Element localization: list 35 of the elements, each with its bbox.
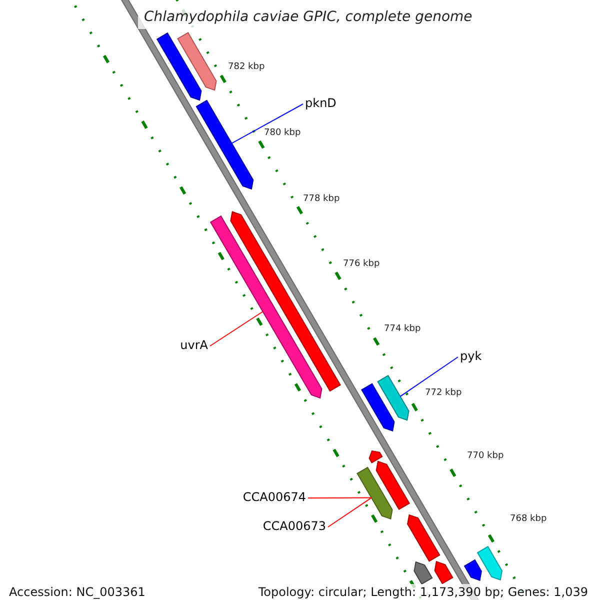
gene-bar bbox=[407, 514, 440, 562]
leader-line bbox=[308, 497, 372, 498]
gene-bar bbox=[476, 546, 503, 581]
gene-bar bbox=[356, 466, 393, 520]
gene-label: CCA00673 bbox=[262, 520, 326, 532]
scale-label: 770 kbp bbox=[467, 452, 504, 461]
leader-line bbox=[210, 311, 264, 346]
scale-label: 778 kbp bbox=[303, 195, 340, 204]
gene-label: pknD bbox=[305, 97, 336, 109]
leader-line bbox=[328, 497, 372, 528]
scale-label: 772 kbp bbox=[425, 389, 462, 398]
gene-bar bbox=[156, 32, 202, 101]
gene-bar bbox=[414, 561, 433, 585]
leader-line bbox=[400, 356, 458, 397]
scale-label: 774 kbp bbox=[384, 325, 421, 334]
gene-bar bbox=[196, 100, 254, 190]
accession-text: Accession: NC_003361 bbox=[9, 586, 146, 598]
gene-bar bbox=[377, 374, 410, 421]
gene-bar bbox=[230, 211, 341, 392]
scale-label: 768 kbp bbox=[510, 515, 547, 524]
gene-label: CCA00674 bbox=[242, 491, 306, 503]
leader-line bbox=[231, 104, 304, 144]
gene-bar bbox=[434, 560, 454, 584]
gene-label: uvrA bbox=[180, 339, 208, 351]
gene-bar bbox=[177, 32, 217, 91]
gene-bar bbox=[361, 383, 395, 432]
gene-bar bbox=[210, 215, 322, 399]
scale-label: 776 kbp bbox=[343, 260, 380, 269]
genome-stats-text: Topology: circular; Length: 1,173,390 bp; Genes: 1,039 bbox=[256, 584, 590, 600]
gene-bar bbox=[376, 460, 410, 510]
gene-bar bbox=[464, 559, 482, 581]
gene-bar bbox=[368, 450, 383, 464]
scale-label: 780 kbp bbox=[264, 129, 301, 138]
scale-label: 782 kbp bbox=[228, 63, 265, 72]
gene-label: pyk bbox=[460, 350, 482, 362]
